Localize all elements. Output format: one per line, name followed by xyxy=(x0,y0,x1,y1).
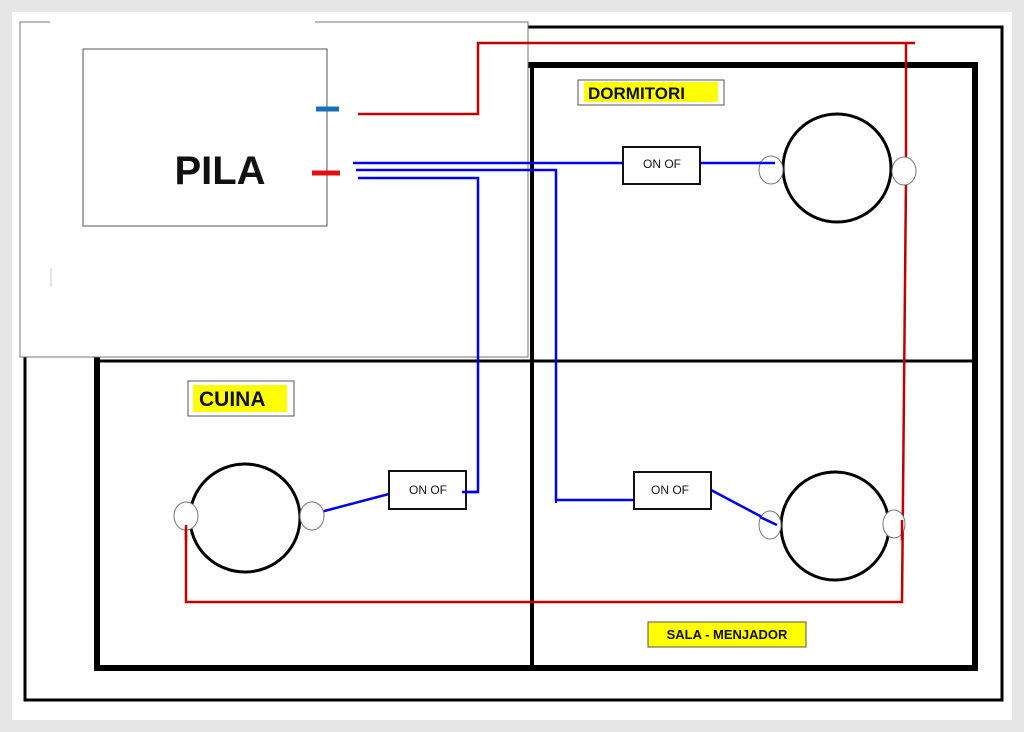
cuina-highlight xyxy=(193,385,287,412)
dormitori-highlight xyxy=(584,82,718,102)
sala-wire-end xyxy=(759,515,778,527)
dormitori-label: DORMITORI xyxy=(588,84,685,103)
house-walls xyxy=(94,62,978,671)
dormitori-switch[interactable] xyxy=(622,146,701,185)
sala-switch-label: ON OF xyxy=(651,483,689,497)
dormitori-lamp-terminal-left xyxy=(758,155,784,185)
cuina-lamp-terminal-right xyxy=(299,501,325,531)
cuina-switch-label: ON OF xyxy=(409,483,447,497)
dormitori-switch-label: ON OF xyxy=(643,157,681,171)
sala-lamp xyxy=(779,470,891,582)
sala-lamp-terminal-right xyxy=(882,509,906,539)
return-wire xyxy=(184,41,915,604)
cuina-label: CUINA xyxy=(199,388,266,411)
battery-box xyxy=(82,48,328,227)
dormitori-lamp-terminal-right xyxy=(891,156,917,186)
battery-label: PILA xyxy=(174,149,265,193)
sala-label-box xyxy=(647,621,807,648)
sala-lamp-terminal-left xyxy=(758,510,782,540)
sala-switch[interactable] xyxy=(633,471,712,510)
cuina-switch[interactable] xyxy=(388,470,467,510)
cuina-lamp xyxy=(188,462,302,574)
dormitori-lamp xyxy=(781,112,893,224)
sala-label: SALA - MENJADOR xyxy=(667,627,788,642)
